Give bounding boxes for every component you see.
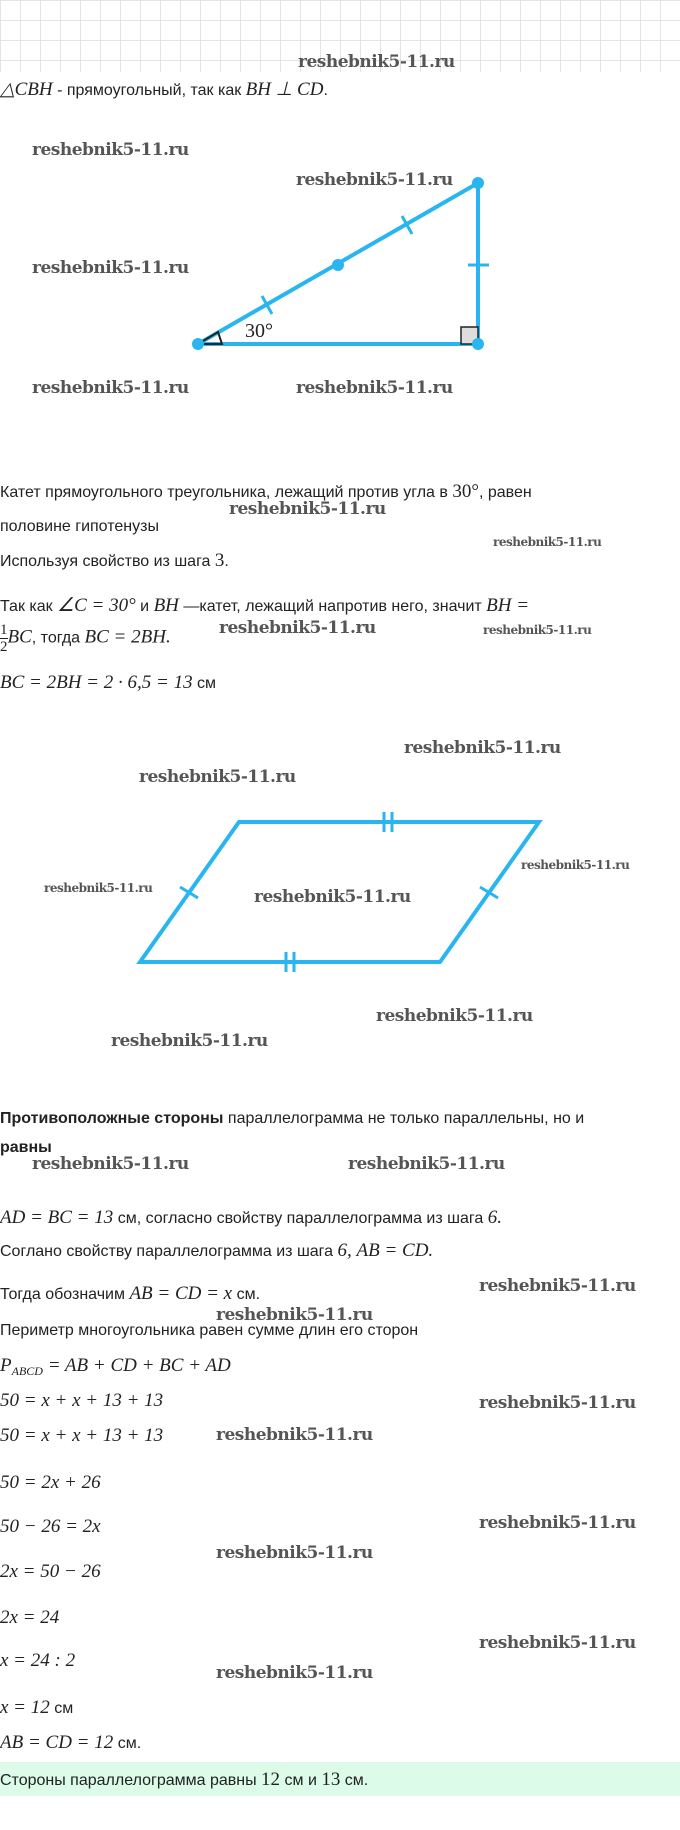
text-line: Катет прямоугольного треугольника, лежащ… xyxy=(0,481,532,502)
watermark: reshebnik5-11.ru xyxy=(44,881,153,895)
watermark: reshebnik5-11.ru xyxy=(254,887,411,907)
watermark: reshebnik5-11.ru xyxy=(32,140,189,160)
text-line: 2x = 50 − 26 xyxy=(0,1561,101,1582)
vertex-point xyxy=(472,338,484,350)
watermark: reshebnik5-11.ru xyxy=(32,1154,189,1174)
angle-arc xyxy=(194,330,224,345)
tick-mark xyxy=(179,885,199,900)
text-line: PABCD = AB + CD + BC + AD xyxy=(0,1355,231,1379)
text-line: 50 = x + x + 13 + 13 xyxy=(0,1390,164,1411)
text-line: x = 24 : 2 xyxy=(0,1650,76,1671)
watermark: reshebnik5-11.ru xyxy=(216,1305,373,1325)
watermark: reshebnik5-11.ru xyxy=(32,258,189,278)
watermark: reshebnik5-11.ru xyxy=(216,1543,373,1563)
watermark: reshebnik5-11.ru xyxy=(348,1154,505,1174)
text-line: 2x = 24 xyxy=(0,1607,60,1628)
text-line: равны xyxy=(0,1139,52,1156)
text-line: Используя свойство из шага 3. xyxy=(0,550,229,571)
watermark: reshebnik5-11.ru xyxy=(296,170,453,190)
watermark: reshebnik5-11.ru xyxy=(404,738,561,758)
watermark: reshebnik5-11.ru xyxy=(479,1276,636,1296)
vertex-point xyxy=(472,177,484,189)
watermark: reshebnik5-11.ru xyxy=(296,378,453,398)
text-line: Противоположные стороны параллелограмма … xyxy=(0,1110,585,1127)
text-line: △CBH - прямоугольный, так как BH ⊥ CD. xyxy=(0,79,328,100)
watermark: reshebnik5-11.ru xyxy=(216,1663,373,1683)
text-line: Периметр многоугольника равен сумме длин… xyxy=(0,1322,419,1339)
watermark: reshebnik5-11.ru xyxy=(32,378,189,398)
text-line: Так как ∠C = 30° и BH —катет, лежащий на… xyxy=(0,595,530,616)
midpoint xyxy=(332,259,344,271)
text-line: 50 = x + x + 13 + 13 xyxy=(0,1425,164,1446)
watermark: reshebnik5-11.ru xyxy=(493,535,602,549)
tick-mark xyxy=(400,215,414,235)
watermark: reshebnik5-11.ru xyxy=(479,1513,636,1533)
text-line: 50 − 26 = 2x xyxy=(0,1516,101,1537)
watermark: reshebnik5-11.ru xyxy=(521,858,630,872)
parallelogram-figure xyxy=(136,812,543,972)
watermark: reshebnik5-11.ru xyxy=(216,1425,373,1445)
watermark: reshebnik5-11.ru xyxy=(376,1006,533,1026)
watermark: reshebnik5-11.ru xyxy=(111,1031,268,1051)
text-line: AB = CD = 12 см. xyxy=(0,1732,142,1753)
text-line: BC = 2BH = 2 · 6,5 = 13 см xyxy=(0,672,217,693)
text-line: половине гипотенузы xyxy=(0,518,159,535)
text-line: Тогда обозначим AB = CD = x см. xyxy=(0,1283,261,1304)
triangle-figure: 30° xyxy=(192,177,489,350)
parallelogram xyxy=(136,820,543,964)
grid-background xyxy=(0,0,680,72)
watermark: reshebnik5-11.ru xyxy=(483,623,592,637)
watermark: reshebnik5-11.ru xyxy=(479,1633,636,1653)
angle-label: 30° xyxy=(245,320,273,342)
right-angle-mark xyxy=(460,326,479,345)
tick-mark xyxy=(479,885,499,900)
vertex-point xyxy=(192,338,204,350)
watermark: reshebnik5-11.ru xyxy=(479,1393,636,1413)
text-line: Соглано свойству параллелограмма из шага… xyxy=(0,1240,434,1261)
watermark: reshebnik5-11.ru xyxy=(139,767,296,787)
watermark: reshebnik5-11.ru xyxy=(298,52,455,72)
watermark: reshebnik5-11.ru xyxy=(219,618,376,638)
answer-box: Стороны параллелограмма равны 12 см и 13… xyxy=(0,1762,680,1796)
watermark: reshebnik5-11.ru xyxy=(229,499,386,519)
text-line: 50 = 2x + 26 xyxy=(0,1472,101,1493)
text-line: AD = BC = 13 см, согласно свойству парал… xyxy=(0,1207,502,1228)
tick-mark xyxy=(260,295,274,315)
text-line: x = 12 см xyxy=(0,1697,74,1718)
